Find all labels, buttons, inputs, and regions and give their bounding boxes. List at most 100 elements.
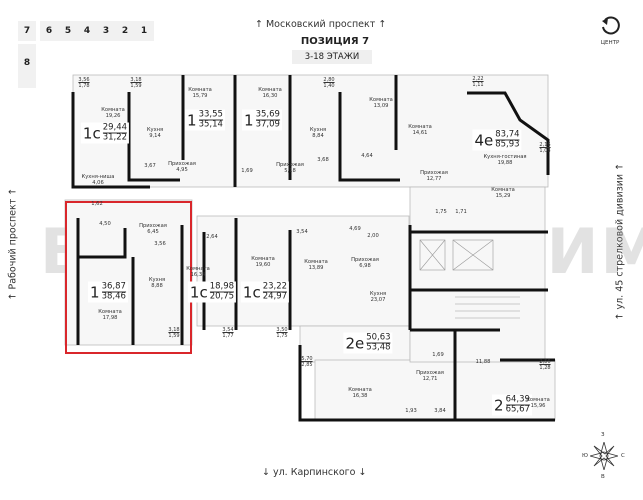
area-label: 2,64: [206, 234, 218, 240]
area-label: 1,62: [91, 201, 103, 207]
compass-w: Ю: [582, 453, 588, 459]
area-label: 3,84: [434, 408, 446, 414]
floor-2[interactable]: 2: [116, 21, 134, 41]
floors-range: 3-18 ЭТАЖИ: [292, 50, 372, 64]
apt-type: 2: [494, 396, 504, 414]
compass-e: С: [621, 453, 625, 459]
center-button[interactable]: ЦЕНТР: [590, 14, 630, 46]
rotate-ccw-icon: [602, 16, 620, 35]
area-label: 1,69: [241, 168, 253, 174]
area-label: 4,50: [99, 221, 111, 227]
street-top: ↑ Московский проспект ↑: [255, 19, 387, 30]
apt-type: 1: [244, 111, 254, 129]
area-label: 3,67: [144, 163, 156, 169]
area-label: 4,69: [349, 226, 361, 232]
area-label: 3,54: [296, 229, 308, 235]
floor-1[interactable]: 1: [135, 21, 153, 41]
street-bottom: ↓ ул. Карпинского ↓: [262, 467, 367, 478]
page-title: ПОЗИЦИЯ 7: [300, 36, 370, 47]
apt-type: 1с: [242, 283, 261, 301]
selected-apartment-highlight[interactable]: [65, 201, 192, 354]
area-label: 3,56: [154, 241, 166, 247]
floor-5[interactable]: 5: [59, 21, 77, 41]
area-label: 1,93: [405, 408, 417, 414]
floor-7[interactable]: 7: [18, 21, 36, 41]
area-label: 4,64: [361, 153, 373, 159]
compass-rose-icon: [590, 442, 618, 470]
compass: З В Ю С: [582, 432, 626, 488]
floor-4[interactable]: 4: [78, 21, 96, 41]
area-label: 1,71: [455, 209, 467, 215]
area-label: 1,75: [435, 209, 447, 215]
apt-type: 1с: [82, 124, 101, 142]
apt-type: 2е: [345, 334, 365, 352]
apt-type: 4е: [474, 131, 494, 149]
center-label: ЦЕНТР: [600, 40, 620, 46]
area-label: 2,00: [367, 233, 379, 239]
apt-type: 1: [90, 283, 100, 301]
floor-6[interactable]: 6: [40, 21, 58, 41]
floor-8[interactable]: 8: [18, 44, 36, 88]
area-label: 3,68: [317, 157, 329, 163]
apt-type: 1с: [189, 283, 208, 301]
compass-n: З: [601, 432, 605, 438]
apt-type: 1: [187, 111, 197, 129]
area-label: 1,69: [432, 352, 444, 358]
floor-selector: 7 6 5 4 3 2 1 8: [18, 18, 158, 90]
compass-s: В: [601, 474, 605, 480]
floor-3[interactable]: 3: [97, 21, 115, 41]
